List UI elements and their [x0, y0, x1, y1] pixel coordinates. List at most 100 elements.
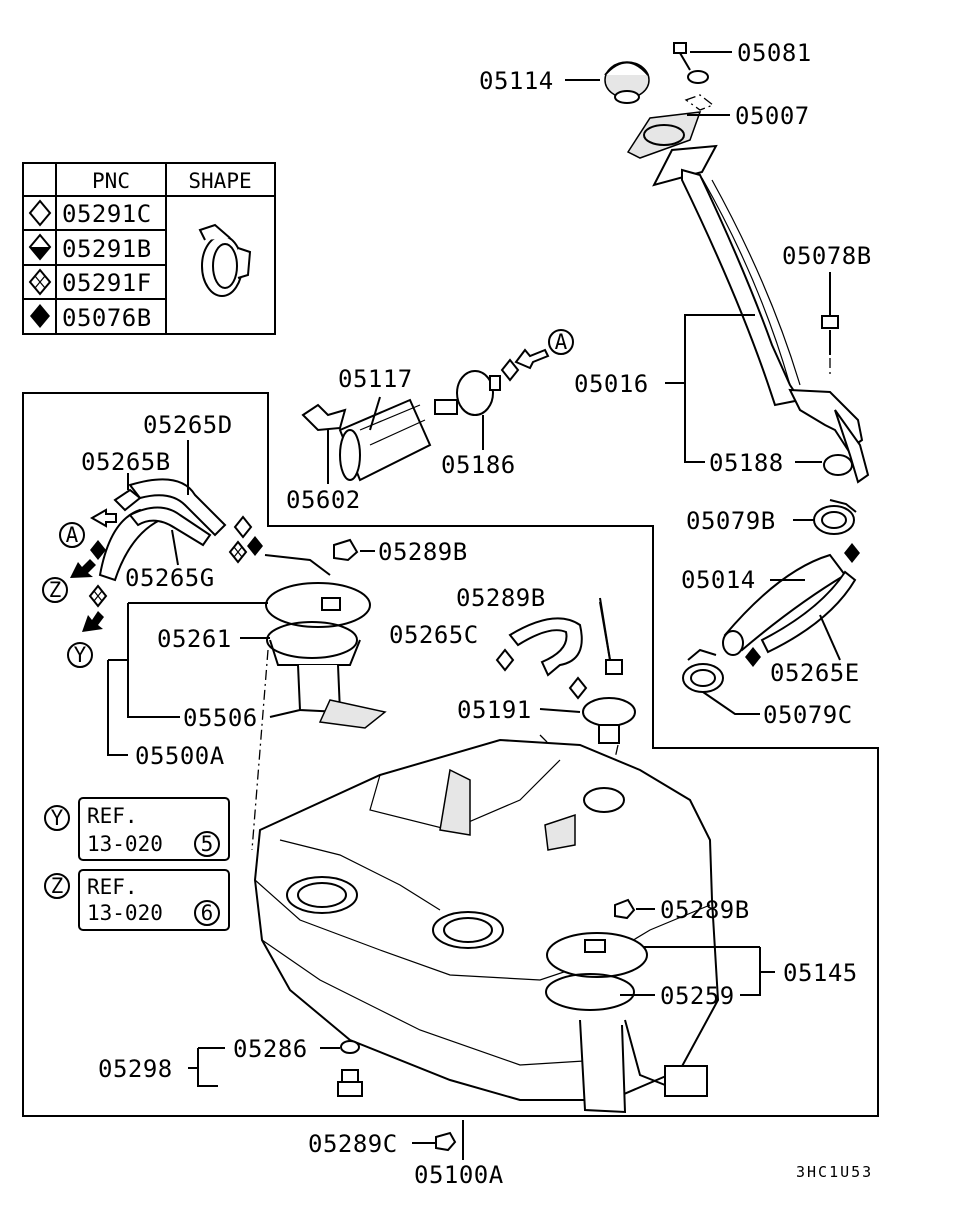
- ref-z-marker: Z: [51, 874, 64, 898]
- bolt-05289C-drawing: [435, 1131, 457, 1152]
- marker-a-left-label: A: [66, 523, 79, 547]
- marker-z-left-label: Z: [49, 578, 62, 602]
- fuel-pump-assembly-drawing: [264, 554, 387, 729]
- callout-05191: 05191: [457, 696, 532, 724]
- hose-clip-shape-icon: [198, 223, 252, 297]
- filler-packing-05007-drawing: [626, 111, 702, 159]
- hose-05265G-drawing: [128, 506, 212, 547]
- fuel-tank-05100A-drawing: [253, 738, 720, 1101]
- callout-labels: 05114 05081 05007 05078B 05016 05188 050…: [81, 39, 872, 1189]
- arrow-filled-icon: [82, 611, 104, 632]
- bracket-05602-drawing: [301, 403, 347, 432]
- filler-hose-05014-drawing: [722, 553, 847, 656]
- callout-05081: 05081: [737, 39, 812, 67]
- callout-05186: 05186: [441, 451, 516, 479]
- diamond-crossed-icon: [228, 540, 248, 564]
- valve-05186-drawing: [434, 370, 501, 416]
- diamond-filled-icon: [745, 647, 761, 667]
- callout-05188: 05188: [709, 449, 784, 477]
- callout-05506: 05506: [183, 704, 258, 732]
- arrow-outline-icon: [514, 348, 550, 370]
- marker-a-left: A: [59, 522, 85, 548]
- callout-05602: 05602: [286, 486, 361, 514]
- diamond-half-filled-icon: [90, 540, 106, 560]
- callout-05079C: 05079C: [763, 701, 853, 729]
- ref-z-page: 6: [201, 901, 214, 925]
- arrow-filled-icon: [70, 559, 96, 578]
- filler-neck-05016-drawing: [652, 144, 870, 484]
- canister-05117-drawing: [338, 398, 432, 482]
- fuel-filler-cap-drawing: [604, 61, 650, 104]
- diamond-filled-icon: [844, 543, 860, 563]
- hose-05265D-drawing: [128, 478, 227, 537]
- diamond-filled-icon: [30, 304, 50, 328]
- hose-05265B-drawing: [98, 488, 163, 582]
- fuel-gauge-unit-05145-drawing: [545, 932, 708, 1114]
- callout-05014: 05014: [681, 566, 756, 594]
- callout-05117: 05117: [338, 365, 413, 393]
- nut-05289B-drawing: [333, 538, 359, 562]
- callout-05289B: 05289B: [660, 896, 750, 924]
- callout-05079B: 05079B: [686, 507, 776, 535]
- callout-05114: 05114: [479, 67, 554, 95]
- ref-box-z[interactable]: Z REF. 13-020 6: [44, 869, 230, 931]
- callout-05500A: 05500A: [135, 742, 225, 770]
- nut-05289B-drawing: [605, 659, 623, 675]
- drain-plug-05298-drawing: [337, 1040, 363, 1097]
- callout-05259: 05259: [660, 982, 735, 1010]
- bolt-05078B-drawing: [821, 315, 839, 378]
- diamond-outline-icon: [568, 676, 588, 700]
- clamp-05079B-drawing: [813, 499, 857, 535]
- ref-y-marker: Y: [51, 806, 64, 830]
- marker-z-left: Z: [42, 577, 68, 603]
- legend-header-shape: SHAPE: [188, 169, 251, 193]
- breather-hose-05265E-drawing: [760, 570, 857, 654]
- callout-05145: 05145: [783, 959, 858, 987]
- callout-05265C: 05265C: [389, 621, 479, 649]
- callout-05298: 05298: [98, 1055, 173, 1083]
- guide-dash-line: [251, 649, 269, 851]
- legend-header-pnc: PNC: [92, 169, 130, 193]
- nut-05289B-drawing: [614, 898, 636, 920]
- callout-05289B: 05289B: [456, 584, 546, 612]
- diamond-half-filled-icon: [28, 233, 52, 261]
- bolt-05081-drawing: [673, 42, 709, 84]
- ref-y-line2: 13-020: [87, 832, 163, 856]
- ref-box-y[interactable]: Y REF. 13-020 5: [44, 797, 230, 861]
- callout-05261: 05261: [157, 625, 232, 653]
- diamond-outline-icon: [500, 358, 520, 382]
- legend-pnc-05291C: 05291C: [62, 200, 152, 228]
- marker-y-left-label: Y: [74, 643, 87, 667]
- leader-lines: [107, 51, 841, 1160]
- legend-pnc-05291B: 05291B: [62, 235, 152, 263]
- arrow-outline-icon: [89, 508, 117, 528]
- callout-05078B: 05078B: [782, 242, 872, 270]
- marker-y-left: Y: [67, 642, 93, 668]
- legend-pnc-05291F: 05291F: [62, 269, 152, 297]
- callout-05265G: 05265G: [125, 564, 215, 592]
- diamond-crossed-icon: [28, 268, 52, 296]
- callout-05016: 05016: [574, 370, 649, 398]
- diagram-code: 3HC1U53: [796, 1163, 873, 1181]
- diamond-outline-icon: [233, 515, 253, 539]
- hose-05265C-drawing: [508, 617, 583, 677]
- pnc-legend-table: PNC SHAPE 05291C 05291B 05291F 05076B: [22, 162, 276, 335]
- callout-05007: 05007: [735, 102, 810, 130]
- callout-05286: 05286: [233, 1035, 308, 1063]
- cap-05191-drawing: [582, 697, 636, 744]
- callout-05100A: 05100A: [414, 1161, 504, 1189]
- gasket-dash-line: [684, 94, 715, 111]
- diamond-outline-icon: [28, 199, 52, 227]
- clamp-05079C-drawing: [682, 648, 724, 693]
- ref-z-line1: REF.: [87, 875, 138, 899]
- legend-pnc-05076B: 05076B: [62, 304, 152, 332]
- callout-05265E: 05265E: [770, 659, 860, 687]
- diamond-outline-icon: [495, 648, 515, 672]
- ref-z-line2: 13-020: [87, 901, 163, 925]
- marker-a-top: A: [548, 329, 574, 355]
- diamond-half-filled-icon: [247, 536, 263, 556]
- assembly-boundary-line: [22, 392, 879, 1117]
- marker-a-top-label: A: [555, 330, 568, 354]
- callout-05265B: 05265B: [81, 448, 171, 476]
